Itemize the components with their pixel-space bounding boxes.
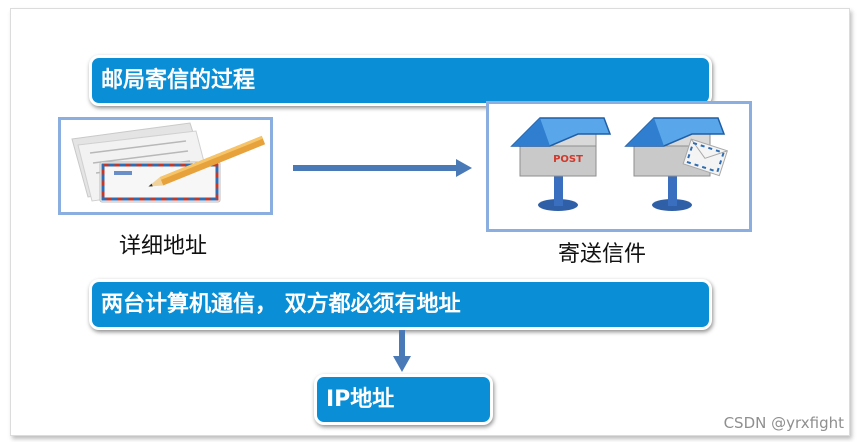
statement-banner: 两台计算机通信， 双方都必须有地址: [89, 279, 712, 330]
statement-text: 两台计算机通信， 双方都必须有地址: [101, 292, 461, 317]
result-banner: IP地址: [314, 374, 493, 425]
title-text: 邮局寄信的过程: [101, 68, 256, 93]
mailbox-with-letter-icon: [624, 117, 728, 211]
down-arrow: [393, 330, 411, 372]
letter-with-pencil-icon: [71, 122, 266, 203]
watermark: CSDN @yrxfight: [723, 414, 844, 432]
send-caption: 寄送信件: [558, 242, 647, 267]
right-arrow: [293, 159, 472, 177]
title-banner: 邮局寄信的过程: [89, 55, 712, 106]
address-caption: 详细地址: [119, 234, 208, 259]
result-text: IP地址: [326, 387, 395, 412]
mailbox-post-label: POST: [553, 154, 583, 165]
mailbox-icon: POST: [510, 117, 612, 211]
